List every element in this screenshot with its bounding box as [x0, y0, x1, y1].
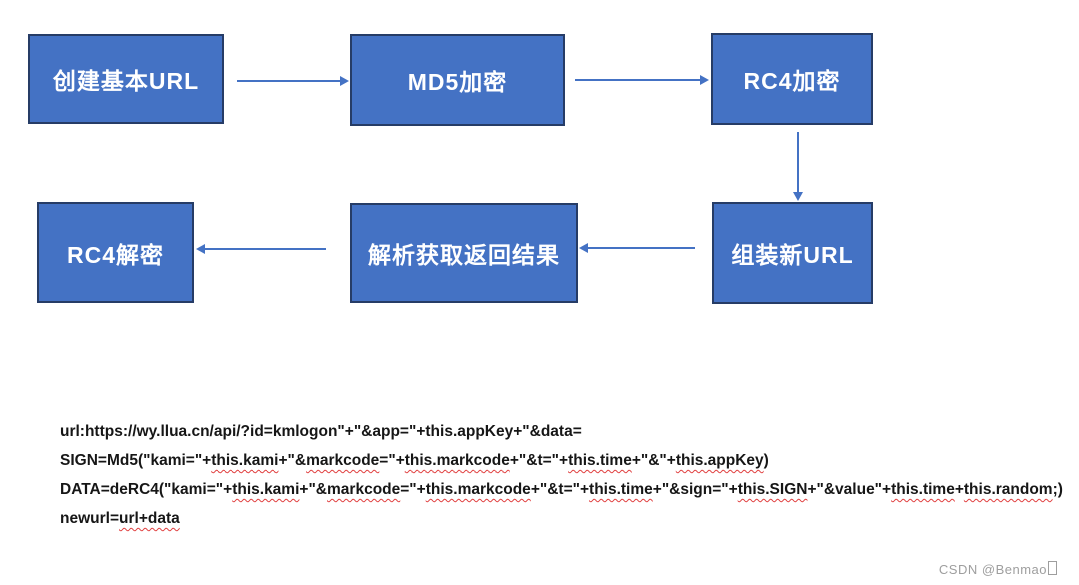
code-token: +"&value"+ — [807, 481, 892, 498]
arrowhead-down-icon — [793, 192, 803, 201]
code-token: +"&"+ — [631, 452, 676, 469]
code-line: url:https://wy.llua.cn/api/?id=kmlogon"+… — [60, 417, 1063, 446]
code-token: SIGN=Md5("kami="+ — [60, 452, 212, 469]
node-label: RC4加密 — [743, 68, 841, 94]
node-md5-encrypt: MD5加密 — [350, 34, 565, 126]
connector-parse-to-decrypt — [205, 248, 326, 250]
arrowhead-right-icon — [340, 76, 349, 86]
code-line: newurl=url+data — [60, 504, 1063, 533]
node-assemble-new-url: 组装新URL — [712, 202, 873, 304]
code-token-misspelled: this.kami — [211, 452, 279, 469]
node-label: 解析获取返回结果 — [368, 242, 560, 268]
watermark-text: CSDN @Benmao — [938, 562, 1047, 577]
code-block: url:https://wy.llua.cn/api/?id=kmlogon"+… — [60, 417, 1063, 533]
connector-create-to-md5 — [237, 80, 340, 82]
arrowhead-right-icon — [700, 75, 709, 85]
missing-glyph-icon — [1048, 561, 1057, 575]
code-token-misspelled: this.markcode — [404, 452, 510, 469]
node-label: 组装新URL — [731, 242, 854, 268]
node-rc4-decrypt: RC4解密 — [37, 202, 194, 303]
code-token: DATA=deRC4("kami="+ — [60, 481, 233, 498]
connector-rc4-to-assemble — [797, 132, 799, 192]
arrowhead-left-icon — [196, 244, 205, 254]
node-label: MD5加密 — [407, 69, 508, 95]
node-create-base-url: 创建基本URL — [28, 34, 224, 124]
code-token: ) — [763, 452, 769, 469]
code-token-misspelled: this.markcode — [425, 481, 531, 498]
code-token-misspelled: this.random — [963, 481, 1053, 498]
node-rc4-encrypt: RC4加密 — [711, 33, 873, 125]
code-token: +"&t="+ — [530, 481, 590, 498]
code-token-misspelled: this.time — [589, 481, 653, 498]
watermark: CSDN @Benmao — [939, 561, 1057, 577]
code-token: ="+ — [379, 452, 405, 469]
code-token: newurl= — [60, 510, 120, 527]
code-token-misspelled: this.kami — [232, 481, 300, 498]
connector-assemble-to-parse — [588, 247, 695, 249]
code-line: SIGN=Md5("kami="+this.kami+"&markcode="+… — [60, 446, 1063, 475]
node-parse-result: 解析获取返回结果 — [350, 203, 578, 303]
connector-md5-to-rc4 — [575, 79, 700, 81]
code-token: +"& — [278, 452, 307, 469]
node-label: 创建基本URL — [52, 68, 200, 94]
node-label: RC4解密 — [66, 241, 164, 268]
code-token: url:https://wy.llua.cn/api/?id=kmlogon"+… — [60, 423, 582, 440]
code-token: +"& — [299, 481, 328, 498]
code-token-misspelled: this.SIGN — [737, 481, 808, 498]
code-line: DATA=deRC4("kami="+this.kami+"&markcode=… — [60, 475, 1063, 504]
code-token-misspelled: markcode — [327, 481, 401, 498]
code-token-misspelled: this.time — [891, 481, 955, 498]
code-token-misspelled: this.appKey — [675, 452, 764, 469]
code-token-misspelled: this.time — [568, 452, 632, 469]
code-token: +"&sign="+ — [652, 481, 738, 498]
code-token: ;) — [1052, 481, 1063, 498]
code-token-misspelled: url+data — [119, 510, 180, 527]
code-token-misspelled: markcode — [306, 452, 380, 469]
code-token: ="+ — [400, 481, 426, 498]
code-token: +"&t="+ — [509, 452, 569, 469]
arrowhead-left-icon — [579, 243, 588, 253]
code-token: + — [954, 481, 964, 498]
